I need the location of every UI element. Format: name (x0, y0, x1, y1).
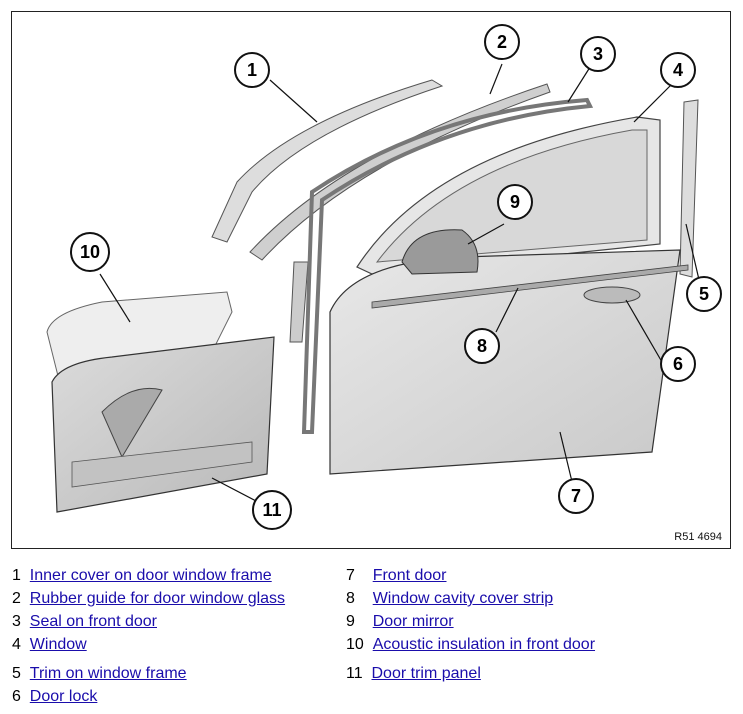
svg-text:4: 4 (673, 60, 683, 80)
legend-link-rubber-guide[interactable]: Rubber guide for door window glass (29, 590, 286, 607)
legend-item-2: 2 Rubber guide for door window glass (12, 590, 286, 607)
svg-text:7: 7 (571, 486, 581, 506)
callout-8: 8 (464, 328, 500, 364)
window-trim (679, 99, 699, 278)
svg-text:9: 9 (510, 192, 520, 212)
trim-handle (101, 387, 163, 459)
legend-item-3: 3 Seal on front door (12, 613, 157, 630)
legend-item-10: 10 Acoustic insulation in front door (346, 636, 596, 653)
callout-10: 10 (70, 232, 110, 272)
inner-cover-frame (211, 79, 444, 243)
legend-item-8: 8 Window cavity cover strip (346, 590, 554, 607)
trim-armrest (71, 441, 253, 488)
callout-4: 4 (660, 52, 696, 88)
legend-link-cavity-strip[interactable]: Window cavity cover strip (372, 590, 554, 607)
legend-item-5: 5 Trim on window frame (12, 665, 187, 682)
callout-9: 9 (497, 184, 533, 220)
callout-1: 1 (234, 52, 270, 88)
legend-link-seal[interactable]: Seal on front door (29, 613, 157, 630)
legend-item-11: 11 Door trim panel (346, 665, 481, 682)
svg-text:2: 2 (497, 32, 507, 52)
callout-11: 11 (252, 490, 292, 530)
front-door-shell (329, 249, 681, 475)
svg-text:5: 5 (699, 284, 709, 304)
svg-text:3: 3 (593, 44, 603, 64)
callout-2: 2 (484, 24, 520, 60)
callout-5: 5 (686, 276, 722, 312)
door-trim-panel (51, 336, 275, 513)
legend-item-1: 1 Inner cover on door window frame (12, 567, 272, 584)
door-seal (301, 97, 594, 434)
door-mirror (401, 229, 479, 275)
callout-7: 7 (558, 478, 594, 514)
legend-link-window[interactable]: Window (29, 636, 87, 653)
legend-link-inner-cover[interactable]: Inner cover on door window frame (29, 567, 272, 584)
legend-item-9: 9 Door mirror (346, 613, 454, 630)
exploded-door-diagram: 1 2 3 4 5 6 7 8 (11, 11, 731, 549)
svg-text:10: 10 (80, 242, 100, 262)
legend-link-front-door[interactable]: Front door (372, 567, 447, 584)
legend-link-door-mirror[interactable]: Door mirror (372, 613, 454, 630)
callout-3: 3 (580, 36, 616, 72)
legend-item-7: 7 Front door (346, 567, 447, 584)
svg-text:1: 1 (247, 60, 257, 80)
figure-reference: R51 4694 (674, 531, 722, 543)
svg-text:6: 6 (673, 354, 683, 374)
legend-link-door-trim-panel[interactable]: Door trim panel (371, 665, 481, 682)
door-handle (583, 286, 641, 304)
svg-text:11: 11 (262, 500, 281, 520)
cavity-strip (371, 264, 689, 309)
legend-item-6: 6 Door lock (12, 688, 98, 705)
door-illustration: 1 2 3 4 5 6 7 8 (46, 24, 722, 530)
legend-link-acoustic-insulation[interactable]: Acoustic insulation in front door (372, 636, 596, 653)
rubber-guide-vertical (289, 261, 309, 343)
legend-item-4: 4 Window (12, 636, 87, 653)
leader-lines (99, 63, 701, 503)
legend-link-door-lock[interactable]: Door lock (29, 688, 98, 705)
callout-6: 6 (660, 346, 696, 382)
legend-link-trim[interactable]: Trim on window frame (29, 665, 187, 682)
svg-text:8: 8 (477, 336, 487, 356)
